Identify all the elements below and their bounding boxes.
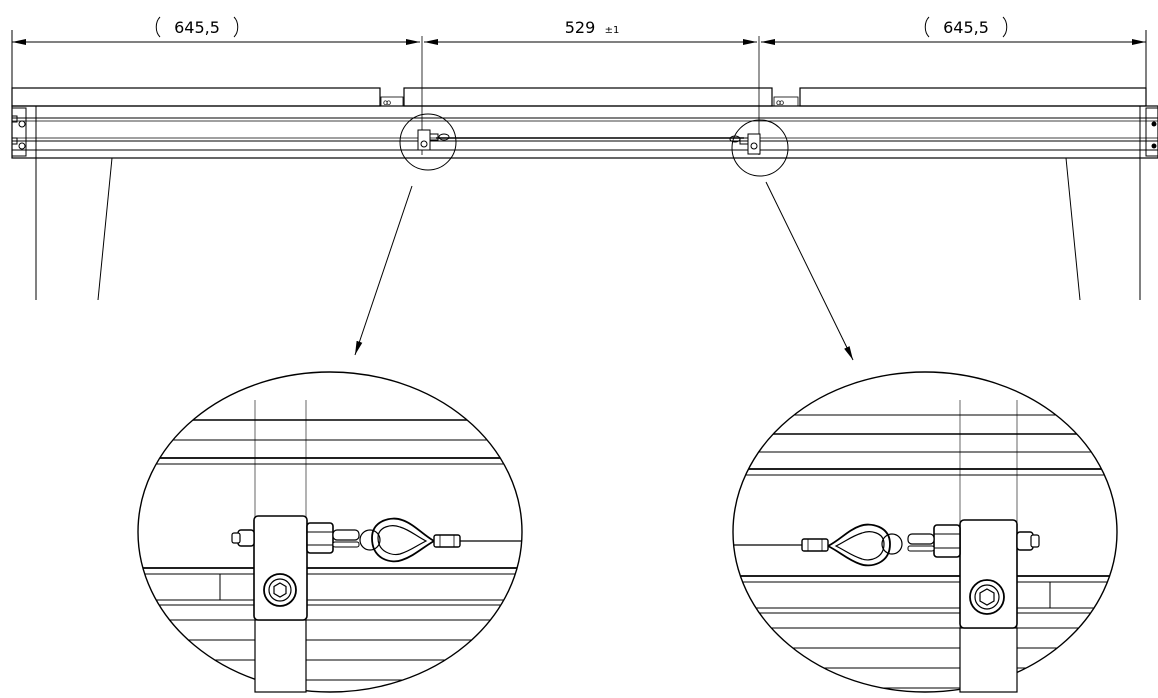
detail-view-right — [732, 371, 1118, 693]
panel-center — [403, 87, 773, 107]
detail-border-right — [732, 371, 1118, 693]
leader-arrow-right — [765, 181, 854, 361]
dim-label-center: 529 — [565, 18, 596, 37]
panel-left — [11, 87, 381, 107]
dimension-lines: 645,5 529 ±1 645,5 — [11, 16, 1147, 155]
legs — [35, 157, 1141, 301]
ferrule-right — [801, 538, 829, 552]
clamp-block-left — [253, 515, 308, 621]
clamp-block-right — [959, 519, 1018, 629]
beam-end-right — [1145, 107, 1158, 157]
svg-text:ꝏ: ꝏ — [776, 98, 784, 107]
detail-circle-left — [399, 113, 457, 171]
dim-label-right: 645,5 — [943, 18, 989, 37]
cable-thimble-right — [825, 523, 903, 567]
detail-view-left — [137, 371, 523, 693]
nut-right — [933, 524, 961, 558]
leader-arrow-left — [354, 185, 413, 356]
beam-end-left — [11, 107, 27, 157]
detail-circle-right — [731, 119, 789, 177]
bolt-head-left — [263, 573, 297, 607]
panel-right — [799, 87, 1147, 107]
dim-label-left: 645,5 — [174, 18, 220, 37]
nut-left — [306, 522, 334, 554]
svg-text:ꝏ: ꝏ — [383, 98, 391, 107]
dim-tolerance-center: ±1 — [605, 25, 620, 36]
cable-thimble-left — [359, 517, 436, 563]
tensioner-small-left — [417, 129, 450, 151]
ferrule-left — [433, 534, 461, 548]
bolt-head-right — [969, 579, 1005, 615]
assembly-view: ꝏ ꝏ — [11, 87, 1158, 361]
detail-border-left — [137, 371, 523, 693]
tensioner-small-right — [729, 133, 761, 155]
